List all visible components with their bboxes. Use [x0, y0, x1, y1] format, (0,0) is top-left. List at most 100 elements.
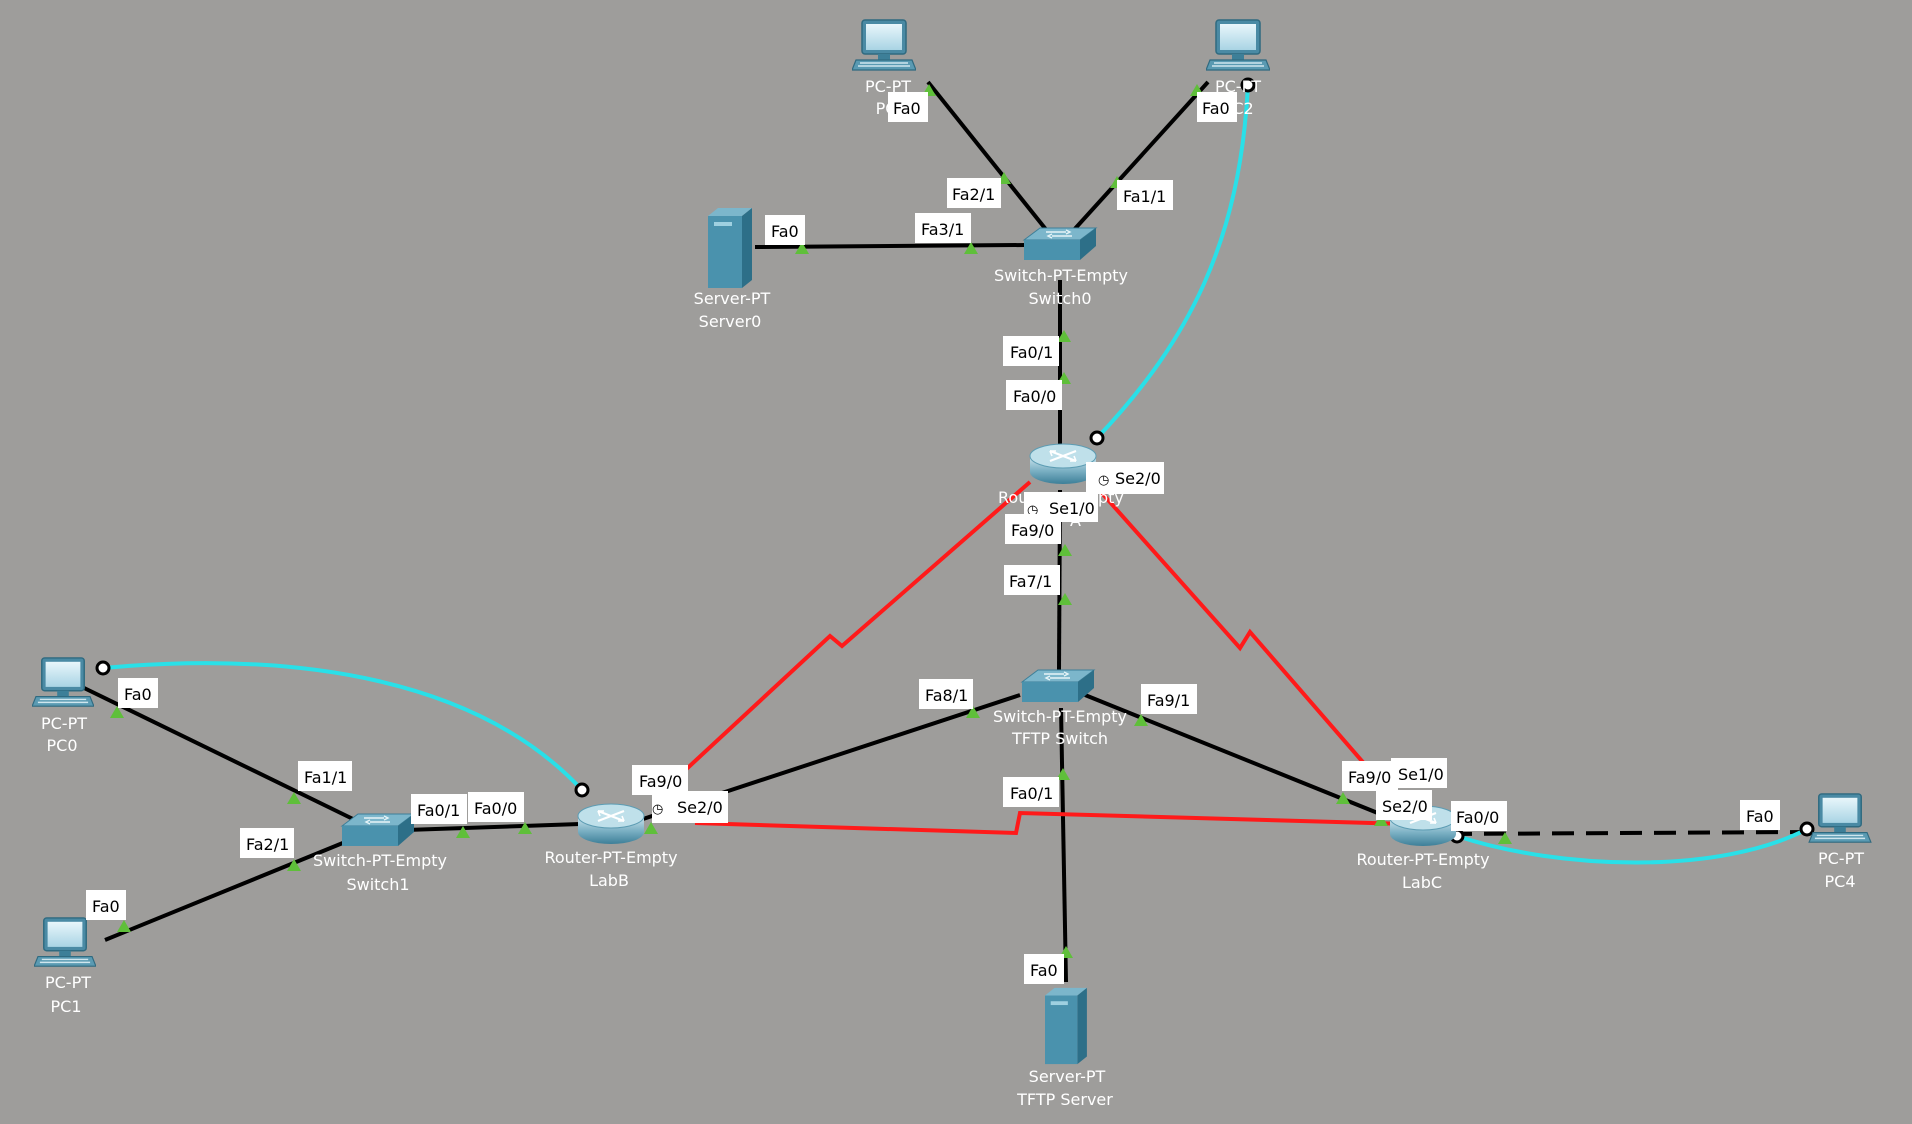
device-name-label: C2	[1232, 99, 1253, 118]
port-label-ra-fa0-0: Fa0/0	[1006, 380, 1062, 410]
pc-icon	[34, 917, 96, 967]
switch-icon	[341, 813, 415, 847]
port-label-ra-fa9-0: Fa9/0	[1005, 514, 1061, 544]
svg-text:Fa2/1: Fa2/1	[246, 835, 289, 854]
svg-text:Fa0: Fa0	[1746, 807, 1774, 826]
svg-text:Fa0/1: Fa0/1	[417, 801, 460, 820]
console-endpoint	[1240, 77, 1256, 93]
device-type-label: Router-PT-Empty	[544, 848, 677, 867]
port-up-indicator	[1058, 544, 1072, 556]
svg-text:Fa9/0: Fa9/0	[1011, 521, 1054, 540]
device-type-label: Switch-PT-Empty	[993, 707, 1127, 726]
port-label-tsw-fa0-1: Fa0/1	[1003, 777, 1059, 807]
device-labc[interactable]: Router-PT-Empty LabC	[1356, 804, 1490, 892]
device-type-label: PC-PT	[1818, 849, 1864, 868]
svg-text:Se1/0: Se1/0	[1049, 499, 1095, 518]
port-up-indicator	[1056, 768, 1070, 780]
pc-icon	[1206, 19, 1270, 71]
svg-text:Fa1/1: Fa1/1	[304, 768, 347, 787]
port-label-pc-top-fa0: Fa0	[888, 92, 928, 122]
device-name-label: Server0	[699, 312, 762, 331]
port-label-sw0-fa0-1: Fa0/1	[1003, 336, 1059, 366]
device-type-label: Server-PT	[694, 289, 771, 308]
port-label-labc-se1-0: Se1/0	[1391, 758, 1447, 788]
device-labb[interactable]: Router-PT-Empty LabB	[544, 802, 678, 890]
port-up-indicator	[1498, 832, 1512, 844]
svg-text:Fa9/1: Fa9/1	[1147, 691, 1190, 710]
device-switch0[interactable]: Switch-PT-Empty Switch0	[994, 227, 1128, 308]
device-server0[interactable]: Server-PT Server0	[694, 208, 771, 331]
device-name-label: PC0	[47, 736, 78, 755]
link-tftpswitch-labc[interactable]	[1084, 693, 1401, 824]
device-type-label: Server-PT	[1029, 1067, 1106, 1086]
svg-text:Fa3/1: Fa3/1	[921, 220, 964, 239]
port-up-indicator	[644, 822, 658, 834]
port-up-indicator	[964, 242, 978, 254]
port-up-indicator	[456, 826, 470, 838]
device-pc1[interactable]: PC-PT PC1	[34, 917, 96, 1016]
svg-text:Fa0: Fa0	[1202, 99, 1230, 118]
link-labc-pc4[interactable]	[1449, 830, 1806, 836]
svg-text:Fa0/0: Fa0/0	[1456, 808, 1499, 827]
svg-text:Fa0: Fa0	[1030, 961, 1058, 980]
clock-icon: ◷	[1027, 503, 1038, 518]
port-label-labc-se2-0: Se2/0	[1376, 790, 1432, 820]
link-console-labc-pc4[interactable]	[1456, 827, 1808, 865]
link-labb-switch1[interactable]	[405, 822, 581, 832]
port-up-indicator	[117, 920, 131, 932]
svg-text:Fa0/0: Fa0/0	[1013, 387, 1056, 406]
server-icon	[708, 208, 752, 288]
link-routerA-labc-serial[interactable]	[1090, 480, 1370, 770]
svg-text:Se2/0: Se2/0	[1115, 469, 1161, 488]
port-up-indicator	[1134, 714, 1148, 726]
svg-text:Se2/0: Se2/0	[677, 798, 723, 817]
port-labels: Fa0 Fa0 Fa2/1 Fa1/1 Fa0 Fa3/1 Fa0/1 Fa0/…	[86, 92, 1780, 984]
device-pc2[interactable]: PC-PT C2	[1206, 19, 1270, 118]
link-pc2-switch0[interactable]	[1070, 80, 1210, 234]
clock-icon: ◷	[1098, 473, 1109, 488]
pc-icon	[1808, 793, 1872, 843]
port-label-tftp-fa0: Fa0	[1024, 954, 1064, 984]
device-type-label: Switch-PT-Empty	[994, 266, 1128, 285]
device-pc4[interactable]: PC-PT PC4	[1808, 793, 1872, 891]
port-label-tsw-fa8-1: Fa8/1	[919, 679, 973, 709]
switch-icon	[1021, 669, 1095, 703]
svg-text:Fa0/0: Fa0/0	[474, 799, 517, 818]
port-label-server0-fa0: Fa0	[765, 215, 805, 245]
svg-text:Fa0/1: Fa0/1	[1010, 784, 1053, 803]
link-console-pc0-labb[interactable]	[102, 661, 584, 792]
device-tftp-switch[interactable]: Switch-PT-Empty TFTP Switch	[993, 669, 1127, 748]
svg-text:Fa9/0: Fa9/0	[1348, 768, 1391, 787]
port-up-indicator	[518, 822, 532, 834]
device-name-label: LabC	[1402, 873, 1442, 892]
port-label-sw0-fa3-1: Fa3/1	[915, 213, 971, 243]
device-type-label: Rou	[998, 488, 1028, 507]
link-tftpswitch-tftpserver[interactable]	[1059, 707, 1068, 983]
device-switch1[interactable]: Switch-PT-Empty Switch1	[313, 813, 447, 894]
link-pc1-switch1[interactable]	[104, 836, 356, 942]
svg-text:Fa0: Fa0	[771, 222, 799, 241]
port-label-ra-se2-0: ◷ Se2/0	[1086, 462, 1164, 494]
svg-text:Fa9/0: Fa9/0	[639, 772, 682, 791]
link-routerA-labb-serial[interactable]	[678, 480, 1032, 777]
link-pc0-switch1[interactable]	[79, 684, 356, 822]
port-label-labc-fa0-0: Fa0/0	[1451, 801, 1507, 831]
device-name-label: TFTP Server	[1016, 1090, 1113, 1109]
port-label-labb-se2-0: ◷Se2/0	[652, 791, 728, 823]
links	[79, 80, 1808, 983]
link-pc-switch0[interactable]	[926, 80, 1050, 234]
link-console-pc2-routerA[interactable]	[1095, 84, 1250, 440]
port-up-indicator	[1058, 593, 1072, 605]
port-up-indicator	[966, 706, 980, 718]
device-tftp-server[interactable]: Server-PT TFTP Server	[1016, 987, 1113, 1109]
device-type-label: PC-PT	[865, 77, 911, 96]
device-pc0[interactable]: PC-PT PC0	[32, 657, 94, 755]
svg-text:Fa0: Fa0	[124, 685, 152, 704]
link-server0-switch0[interactable]	[754, 243, 1026, 249]
port-up-indicator	[1336, 792, 1350, 804]
link-labb-labc-serial[interactable]	[694, 810, 1406, 836]
device-type-label: PC-PT	[1215, 77, 1261, 96]
device-type-label: Switch-PT-Empty	[313, 851, 447, 870]
port-label-labb-fa9-0: Fa9/0	[632, 765, 688, 795]
